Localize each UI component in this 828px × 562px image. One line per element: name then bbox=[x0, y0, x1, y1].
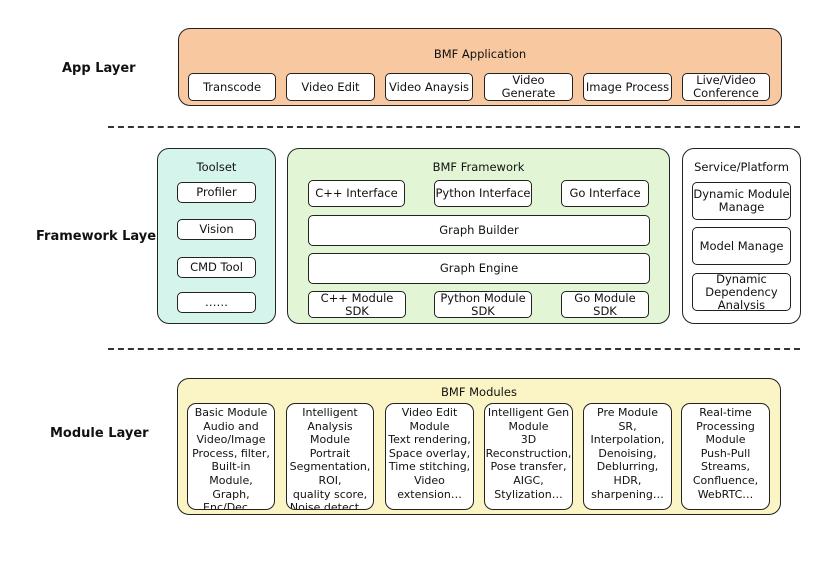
app-layer-label: App Layer bbox=[62, 61, 136, 76]
app-item-video-anaysis: Video Anaysis bbox=[385, 73, 473, 101]
graph-engine: Graph Engine bbox=[308, 253, 650, 284]
module-video-edit: Video Edit Module Text rendering, Space … bbox=[385, 403, 474, 510]
module-basic: Basic Module Audio and Video/Image Proce… bbox=[187, 403, 275, 510]
bmf-application-title: BMF Application bbox=[433, 47, 527, 61]
module-pre: Pre Module SR, Interpolation, Denoising,… bbox=[583, 403, 672, 510]
dynamic-module-manage: Dynamic Module Manage bbox=[692, 182, 791, 220]
app-item-image-process: Image Process bbox=[583, 73, 672, 101]
separator-framework-module bbox=[108, 348, 800, 350]
graph-builder: Graph Builder bbox=[308, 215, 650, 246]
python-interface: Python Interface bbox=[434, 180, 532, 207]
app-item-video-generate: Video Generate bbox=[484, 73, 573, 101]
tool-profiler: Profiler bbox=[177, 182, 256, 203]
framework-layer-label: Framework Layer bbox=[36, 229, 163, 244]
dynamic-dependency-analysis: Dynamic Dependency Analysis bbox=[692, 273, 791, 311]
bmf-framework-panel: BMF Framework C++ Interface Python Inter… bbox=[287, 148, 670, 324]
app-item-live-video-conference: Live/Video Conference bbox=[682, 73, 770, 101]
app-item-video-edit: Video Edit bbox=[286, 73, 375, 101]
tool-vision: Vision bbox=[177, 219, 256, 240]
separator-app-framework bbox=[108, 126, 800, 128]
app-item-transcode: Transcode bbox=[188, 73, 276, 101]
cpp-interface: C++ Interface bbox=[308, 180, 405, 207]
toolset-title: Toolset bbox=[196, 160, 237, 174]
cpp-module-sdk: C++ Module SDK bbox=[308, 291, 406, 318]
bmf-application-panel: BMF Application Transcode Video Edit Vid… bbox=[178, 28, 782, 106]
tool-more-ellipsis: …… bbox=[177, 292, 256, 313]
model-manage: Model Manage bbox=[692, 227, 791, 265]
bmf-framework-title: BMF Framework bbox=[432, 160, 525, 174]
service-platform-title: Service/Platform bbox=[694, 160, 789, 174]
tool-cmd-tool: CMD Tool bbox=[177, 257, 256, 278]
python-module-sdk: Python Module SDK bbox=[434, 291, 532, 318]
service-platform-panel: Service/Platform Dynamic Module Manage M… bbox=[682, 148, 801, 324]
module-intelligent-gen: Intelligent Gen Module 3D Reconstruction… bbox=[484, 403, 573, 510]
go-interface: Go Interface bbox=[561, 180, 649, 207]
go-module-sdk: Go Module SDK bbox=[561, 291, 649, 318]
bmf-modules-panel: BMF Modules Basic Module Audio and Video… bbox=[177, 378, 781, 515]
module-layer-label: Module Layer bbox=[50, 426, 149, 441]
toolset-panel: Toolset Profiler Vision CMD Tool …… bbox=[157, 148, 276, 324]
bmf-modules-title: BMF Modules bbox=[441, 385, 517, 399]
module-intelligent-analysis: Intelligent Analysis Module Portrait Seg… bbox=[286, 403, 374, 510]
module-real-time-processing: Real-time Processing Module Push-Pull St… bbox=[681, 403, 770, 510]
